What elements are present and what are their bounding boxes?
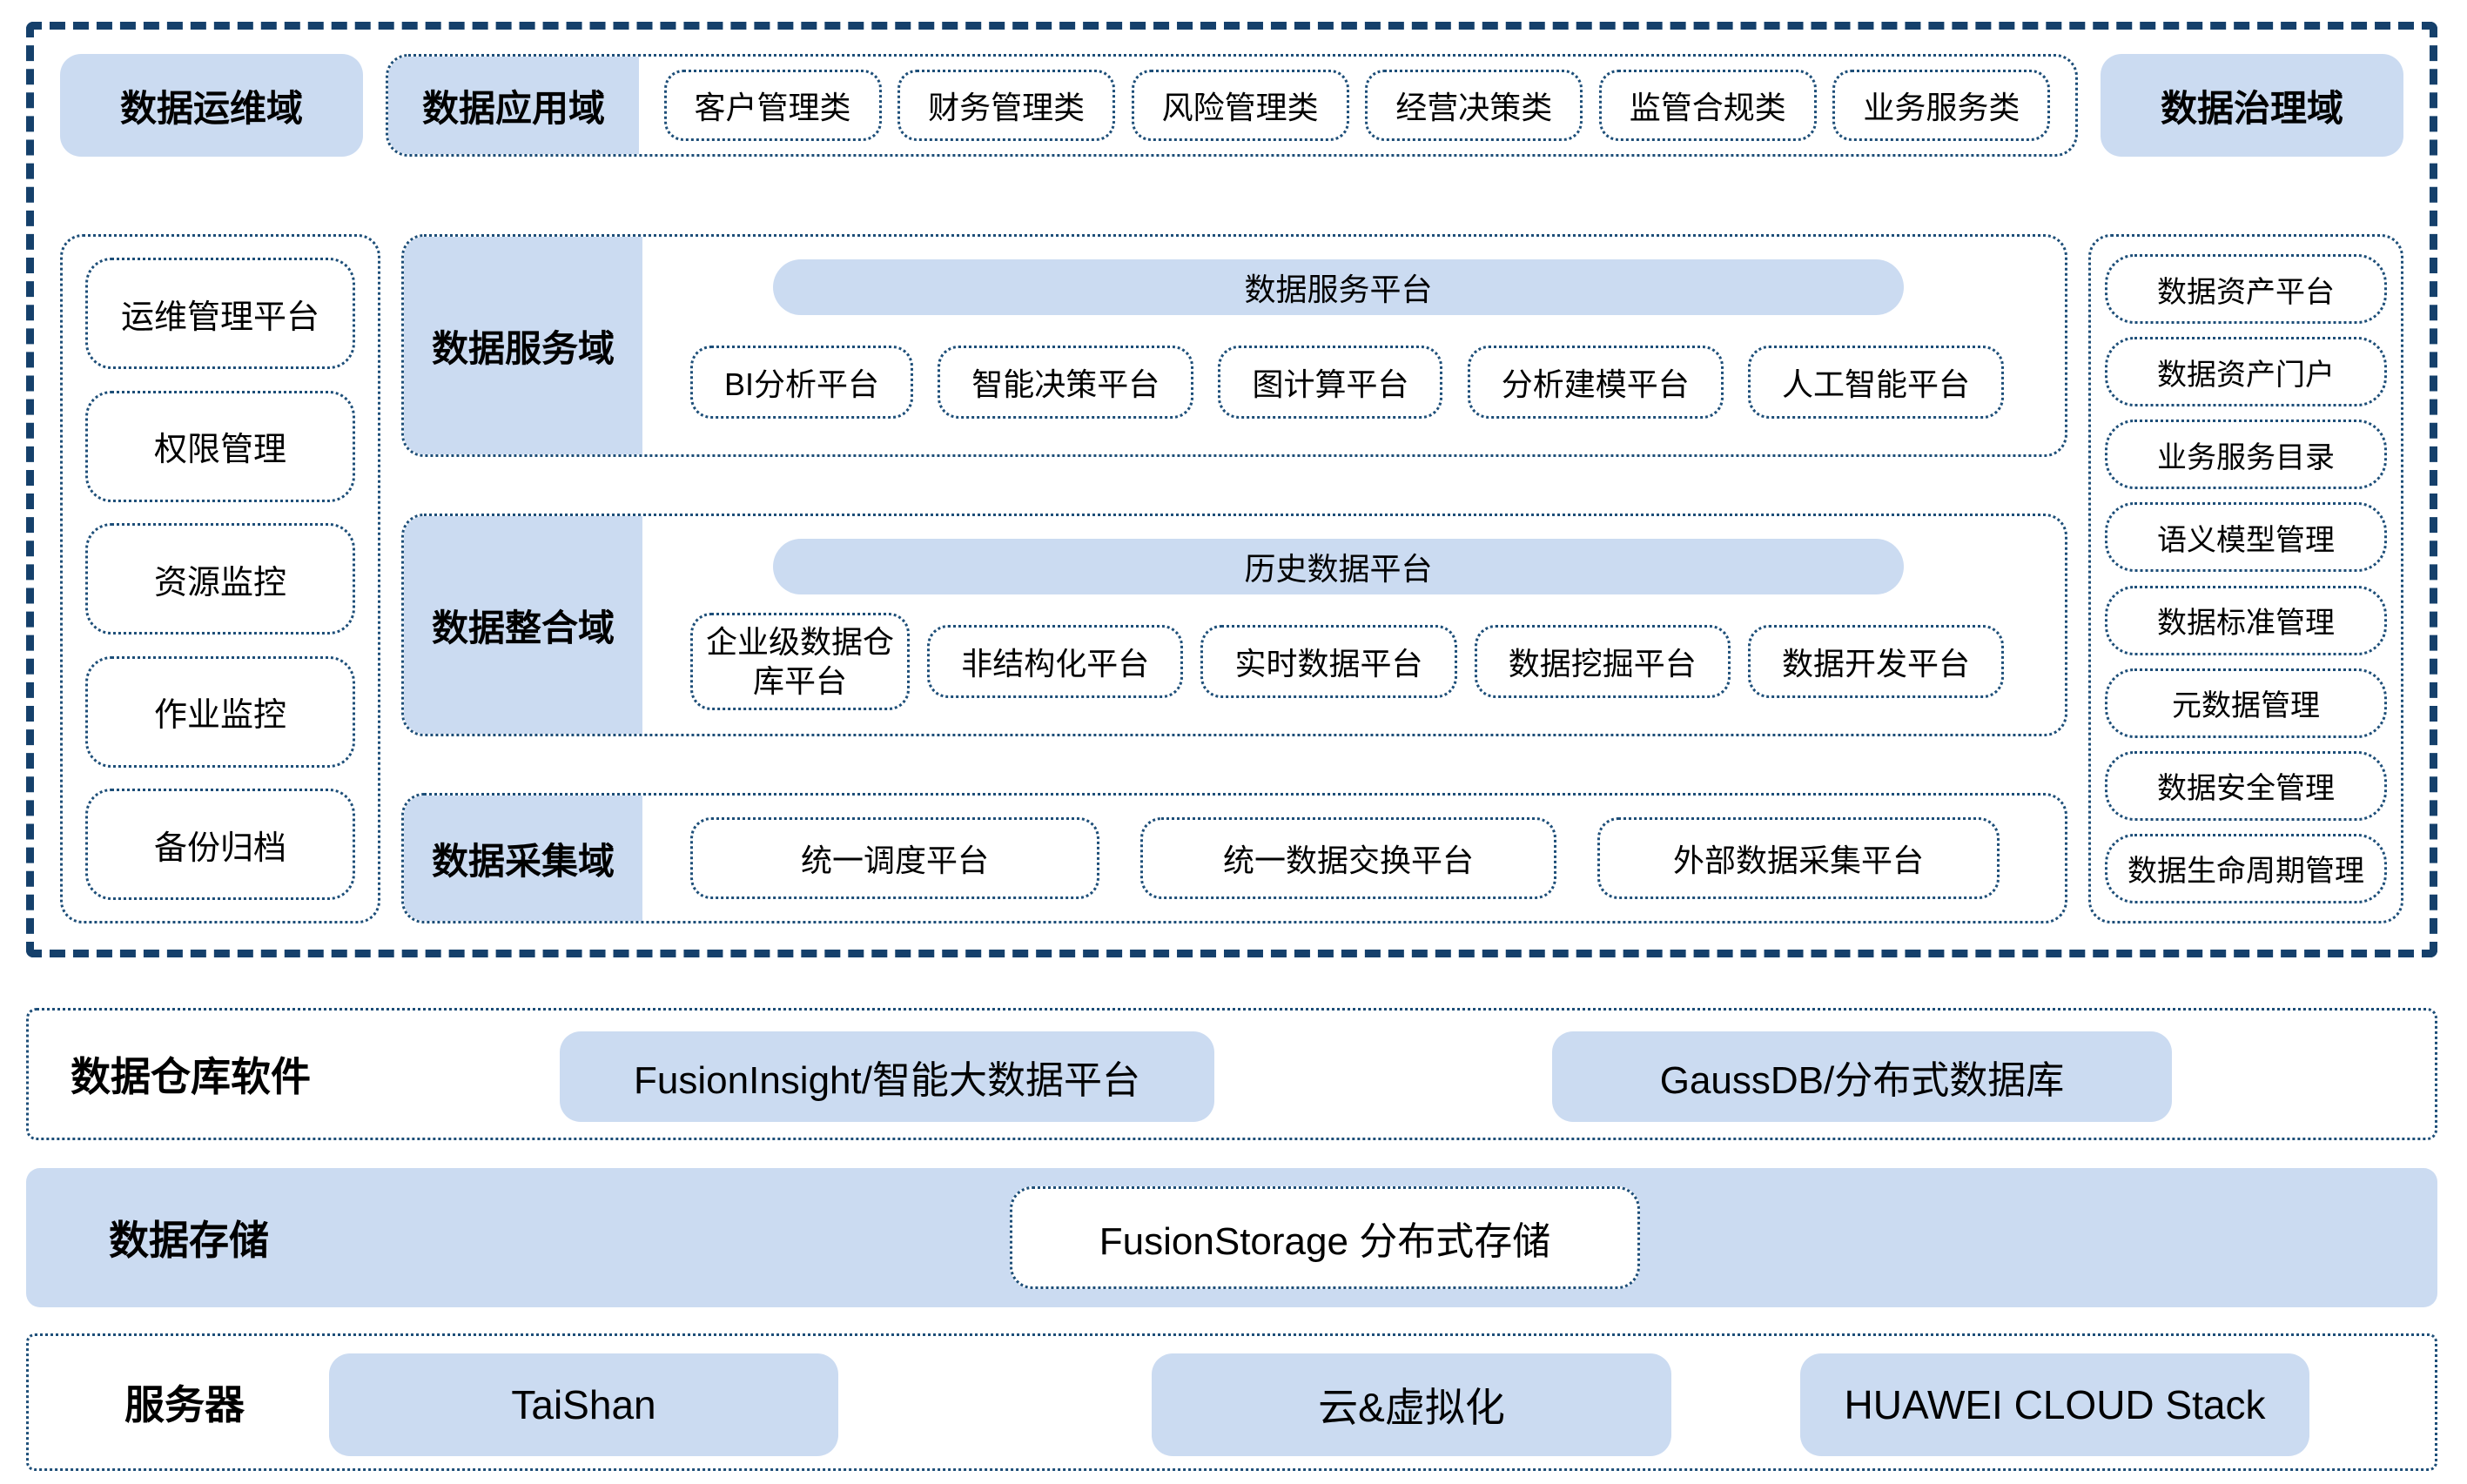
app-domain-label: 数据应用域: [388, 57, 639, 154]
data-storage-layer: 数据存储 FusionStorage 分布式存储: [26, 1168, 2437, 1307]
warehouse-layer-label: 数据仓库软件: [71, 1054, 311, 1099]
service-domain-row: 数据服务域 数据服务平台 BI分析平台 智能决策平台 图计算平台 分析建模平台 …: [401, 234, 2067, 457]
integration-domain-row: 数据整合域 历史数据平台 企业级数据仓库平台 非结构化平台 实时数据平台 数据挖…: [401, 514, 2067, 736]
item-analysis-modeling: 分析建模平台: [1467, 346, 1724, 419]
ops-item-resource-monitor: 资源监控: [85, 523, 355, 635]
center-domains: 数据服务域 数据服务平台 BI分析平台 智能决策平台 图计算平台 分析建模平台 …: [401, 234, 2067, 923]
gov-item-asset-portal: 数据资产门户: [2105, 337, 2387, 407]
category-box-business: 业务服务类: [1832, 70, 2051, 141]
item-data-exchange: 统一数据交换平台: [1140, 817, 1556, 899]
gov-item-asset-platform: 数据资产平台: [2105, 254, 2387, 324]
ops-item-job-monitor: 作业监控: [85, 655, 355, 768]
gov-item-lifecycle: 数据生命周期管理: [2105, 833, 2387, 903]
item-intelligent-decision: 智能决策平台: [938, 346, 1194, 419]
warehouse-software-layer: 数据仓库软件 FusionInsight/智能大数据平台 GaussDB/分布式…: [26, 1008, 2437, 1140]
huawei-cloud-stack-box: HUAWEI CLOUD Stack: [1800, 1353, 2309, 1456]
category-box-decision: 经营决策类: [1365, 70, 1583, 141]
collection-items-zone: 统一调度平台 统一数据交换平台 外部数据采集平台: [642, 796, 2065, 921]
category-box-risk: 风险管理类: [1131, 70, 1349, 141]
service-items-zone: BI分析平台 智能决策平台 图计算平台 分析建模平台 人工智能平台: [642, 315, 2065, 454]
item-graph-computing: 图计算平台: [1218, 346, 1443, 419]
gov-item-semantic-model: 语义模型管理: [2105, 502, 2387, 573]
item-data-development: 数据开发平台: [1747, 625, 2004, 698]
item-data-mining: 数据挖掘平台: [1474, 625, 1731, 698]
ops-column: 运维管理平台 权限管理 资源监控 作业监控 备份归档: [60, 234, 380, 923]
item-realtime-data: 实时数据平台: [1200, 625, 1457, 698]
app-category-zone: 客户管理类 财务管理类 风险管理类 经营决策类 监管合规类 业务服务类: [639, 57, 2075, 154]
integration-domain-body: 历史数据平台 企业级数据仓库平台 非结构化平台 实时数据平台 数据挖掘平台 数据…: [642, 516, 2065, 734]
gaussdb-box: GaussDB/分布式数据库: [1552, 1031, 2172, 1122]
gov-item-data-security: 数据安全管理: [2105, 750, 2387, 821]
app-domain-container: 数据应用域 客户管理类 财务管理类 风险管理类 经营决策类 监管合规类 业务服务…: [386, 54, 2078, 157]
collection-domain-label: 数据采集域: [404, 796, 642, 921]
cloud-virtualization-box: 云&虚拟化: [1152, 1353, 1671, 1456]
gov-item-data-standard: 数据标准管理: [2105, 585, 2387, 655]
storage-layer-label: 数据存储: [109, 1218, 269, 1263]
integration-domain-label: 数据整合域: [404, 516, 642, 734]
item-external-collection: 外部数据采集平台: [1597, 817, 2000, 899]
ops-item-permission: 权限管理: [85, 390, 355, 502]
ops-item-backup: 备份归档: [85, 789, 355, 900]
item-unified-scheduling: 统一调度平台: [690, 817, 1099, 899]
fusioninsight-box: FusionInsight/智能大数据平台: [560, 1031, 1214, 1122]
domain-box-ops: 数据运维域: [60, 54, 363, 157]
top-domain-row: 数据运维域 数据应用域 客户管理类 财务管理类 风险管理类 经营决策类 监管合规…: [60, 54, 2403, 157]
service-domain-label: 数据服务域: [404, 237, 642, 454]
gov-item-metadata: 元数据管理: [2105, 668, 2387, 738]
integration-items-zone: 企业级数据仓库平台 非结构化平台 实时数据平台 数据挖掘平台 数据开发平台: [642, 594, 2065, 734]
governance-column: 数据资产平台 数据资产门户 业务服务目录 语义模型管理 数据标准管理 元数据管理…: [2088, 234, 2403, 923]
service-domain-body: 数据服务平台 BI分析平台 智能决策平台 图计算平台 分析建模平台 人工智能平台: [642, 237, 2065, 454]
category-box-finance: 财务管理类: [897, 70, 1116, 141]
taishan-box: TaiShan: [329, 1353, 838, 1456]
domain-box-governance: 数据治理域: [2101, 54, 2403, 157]
history-data-banner: 历史数据平台: [773, 539, 1904, 594]
server-layer-label: 服务器: [124, 1382, 245, 1427]
item-ai-platform: 人工智能平台: [1747, 346, 2004, 419]
gov-item-service-catalog: 业务服务目录: [2105, 420, 2387, 490]
category-box-compliance: 监管合规类: [1598, 70, 1817, 141]
item-edw-platform: 企业级数据仓库平台: [690, 613, 910, 710]
server-layer: 服务器 TaiShan 云&虚拟化 HUAWEI CLOUD Stack: [26, 1333, 2437, 1471]
item-bi-analysis: BI分析平台: [690, 346, 914, 419]
category-box-customer: 客户管理类: [663, 70, 882, 141]
service-platform-banner: 数据服务平台: [773, 259, 1904, 315]
item-unstructured: 非结构化平台: [927, 625, 1184, 698]
ops-item-om-platform: 运维管理平台: [85, 258, 355, 369]
fusionstorage-box: FusionStorage 分布式存储: [1010, 1186, 1640, 1289]
collection-domain-row: 数据采集域 统一调度平台 统一数据交换平台 外部数据采集平台: [401, 793, 2067, 923]
platform-outer-frame: 数据运维域 数据应用域 客户管理类 财务管理类 风险管理类 经营决策类 监管合规…: [26, 22, 2437, 957]
middle-zone: 运维管理平台 权限管理 资源监控 作业监控 备份归档 数据服务域 数据服务平台 …: [60, 234, 2403, 923]
